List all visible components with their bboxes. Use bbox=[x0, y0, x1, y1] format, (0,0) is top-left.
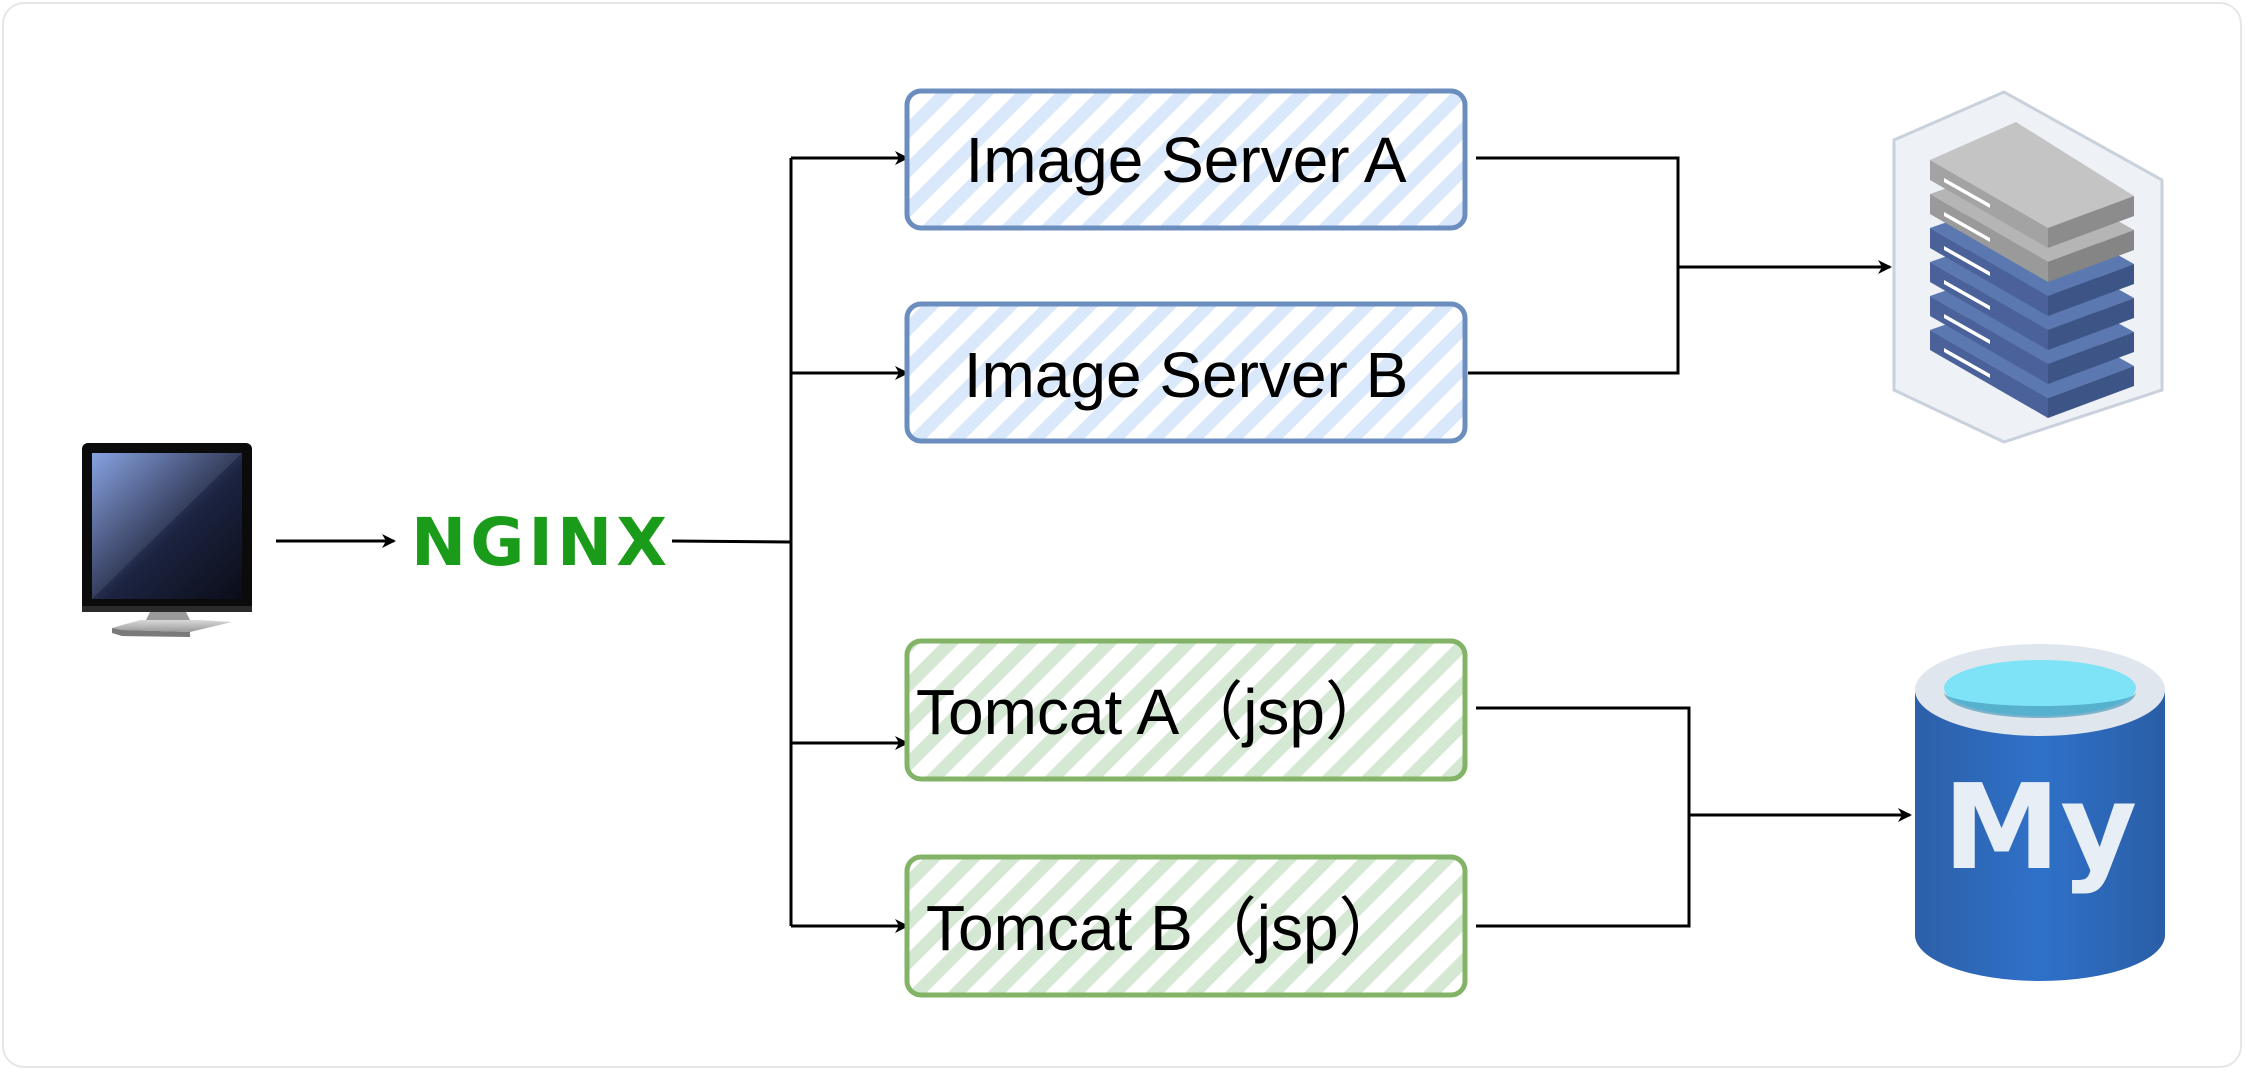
edge-image-a-merge bbox=[1468, 156, 1680, 375]
image-server-a-node[interactable]: Image Server A bbox=[904, 88, 1468, 231]
tomcat-a-label: Tomcat A（jsp） bbox=[916, 676, 1389, 748]
nginx-logo: NGINX bbox=[411, 504, 671, 581]
image-server-b-node[interactable]: Image Server B bbox=[904, 301, 1468, 444]
tomcat-b-node[interactable]: Tomcat B（jsp） bbox=[904, 854, 1468, 998]
edge-nginx-bus bbox=[671, 539, 791, 544]
nginx-logo-text: NGINX bbox=[411, 504, 671, 581]
monitor-icon bbox=[82, 443, 252, 637]
server-rack-icon bbox=[1892, 90, 2164, 444]
connectors bbox=[276, 151, 1912, 933]
mysql-database-icon: My bbox=[1915, 644, 2165, 981]
image-server-a-label: Image Server A bbox=[965, 124, 1406, 196]
edge-tomcat-merge bbox=[1476, 706, 1691, 928]
mysql-label: My bbox=[1943, 758, 2137, 896]
image-server-b-label: Image Server B bbox=[964, 339, 1409, 411]
tomcat-a-node[interactable]: Tomcat A（jsp） bbox=[904, 638, 1468, 782]
rack-unit-slots bbox=[1944, 178, 1990, 378]
tomcat-b-label: Tomcat B（jsp） bbox=[926, 892, 1403, 964]
